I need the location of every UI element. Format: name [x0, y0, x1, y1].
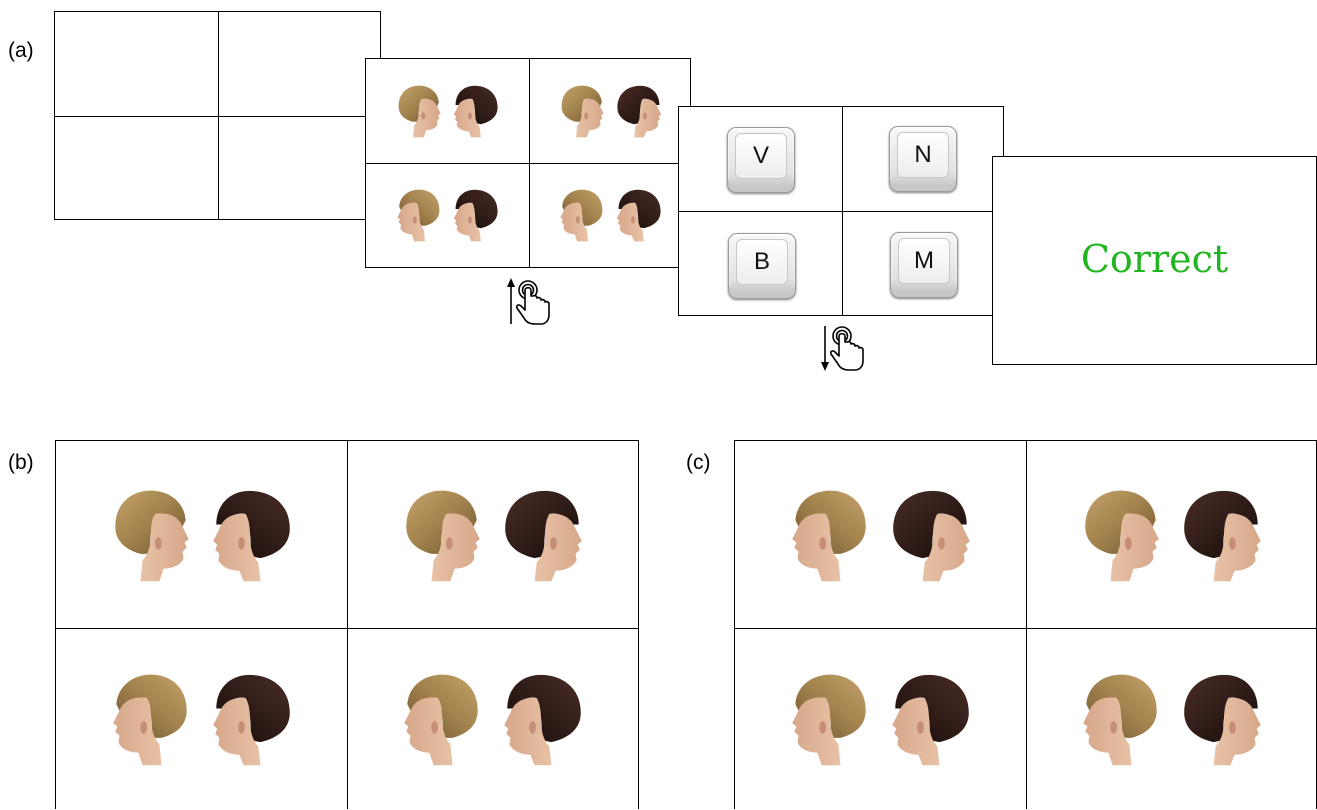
- stimulus-set-c-grid: [734, 440, 1317, 809]
- key-m-label: M: [898, 238, 950, 284]
- grid-divider-vertical: [1026, 441, 1027, 809]
- stimulus-pair-top-right: [529, 59, 692, 163]
- blonde-head-image: [560, 189, 603, 242]
- stimulus-grid-screen: [365, 58, 691, 268]
- blonde-head-image: [398, 85, 441, 138]
- stimulus-pair-bottom-right: [529, 163, 692, 267]
- dark-hair-head-image: [505, 490, 583, 581]
- dark-hair-head-image: [892, 674, 970, 766]
- stimulus-pair-top-left: [366, 59, 529, 163]
- stimulus-pair-bottom-right: [1026, 628, 1317, 810]
- stimulus-pair-top-left: [56, 441, 347, 628]
- blonde-head-image: [1085, 490, 1159, 581]
- blonde-head-image: [791, 490, 866, 581]
- blonde-head-image: [1082, 674, 1157, 766]
- grid-divider-horizontal: [56, 628, 638, 629]
- key-m: M: [890, 232, 958, 298]
- stimulus-pair-bottom-left: [735, 628, 1026, 810]
- dark-hair-head-image: [213, 490, 291, 581]
- dark-hair-head-image: [893, 490, 971, 581]
- panel-c-label: (c): [686, 451, 711, 474]
- blonde-head-image: [397, 189, 440, 242]
- dark-hair-head-image: [454, 189, 498, 242]
- blonde-head-image: [403, 674, 478, 766]
- grid-divider-horizontal: [735, 628, 1316, 629]
- grid-divider-horizontal: [55, 116, 380, 117]
- blonde-head-image: [791, 674, 866, 766]
- panel-b-label: (b): [8, 451, 34, 474]
- key-b: B: [728, 233, 796, 299]
- grid-divider-horizontal: [679, 211, 1003, 212]
- dark-hair-head-image: [213, 674, 291, 766]
- hand-pointer-with-down-arrow-icon: [821, 326, 864, 371]
- stimulus-pair-bottom-left: [56, 628, 347, 810]
- grid-divider-vertical: [218, 12, 219, 219]
- blonde-head-image: [561, 85, 604, 138]
- key-n: N: [889, 126, 957, 192]
- key-v-label: V: [735, 133, 787, 179]
- blank-grid-screen: [54, 11, 381, 220]
- key-b-label: B: [736, 239, 788, 285]
- dark-hair-head-image: [617, 189, 661, 242]
- grid-divider-horizontal: [366, 163, 690, 164]
- dark-hair-head-image: [617, 85, 662, 138]
- key-n-label: N: [897, 132, 949, 178]
- stimulus-pair-top-left: [735, 441, 1026, 628]
- dark-hair-head-image: [504, 674, 582, 766]
- stimulus-pair-top-right: [1026, 441, 1317, 628]
- key-v: V: [727, 127, 795, 193]
- hand-pointer-with-up-arrow-icon: [507, 278, 550, 325]
- feedback-text: Correct: [1080, 237, 1229, 281]
- response-keys-screen: V N B M: [678, 106, 1004, 316]
- dark-hair-head-image: [1184, 490, 1262, 581]
- stimulus-set-b-grid: [55, 440, 639, 809]
- blonde-head-image: [406, 490, 480, 581]
- stimulus-pair-bottom-right: [347, 628, 638, 810]
- panel-a-label: (a): [8, 39, 34, 62]
- dark-hair-head-image: [454, 85, 498, 138]
- dark-hair-head-image: [1184, 674, 1262, 766]
- stimulus-pair-top-right: [347, 441, 638, 628]
- blonde-head-image: [112, 674, 187, 766]
- grid-divider-vertical: [347, 441, 348, 809]
- stimulus-pair-bottom-left: [366, 163, 529, 267]
- blonde-head-image: [115, 490, 189, 581]
- feedback-screen: Correct: [992, 156, 1317, 365]
